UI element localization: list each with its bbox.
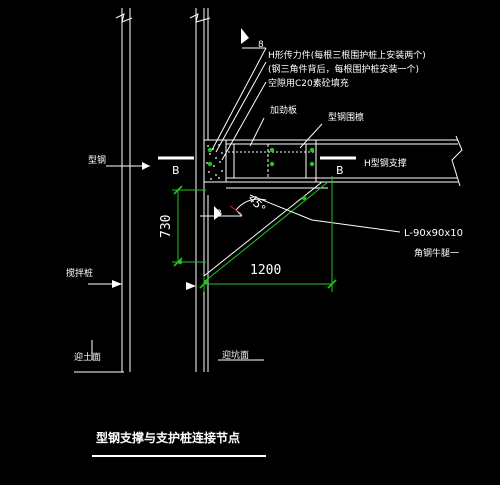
steel-label: 型钢 [88, 154, 106, 166]
h-steel-brace-label: H型钢支撑 [364, 157, 407, 169]
soil-side-label: 迎土面 [74, 351, 101, 363]
dim-vertical-label: 730 [159, 215, 174, 238]
note-leaders [200, 47, 323, 217]
label-pointers [74, 165, 264, 373]
angle-bracket-label: 角钢牛腿一 [414, 247, 459, 259]
note-line-1: H形传力件(每根三根围护桩上安装两个) [268, 49, 426, 61]
mixing-pile [115, 8, 133, 372]
weld-markers [207, 147, 315, 167]
note-line-2: (钢三角件背后，每根围护桩安装一个) [268, 63, 419, 75]
note-line-3: 空隙用C20素砼填充 [268, 77, 349, 89]
steel-waler-label: 型钢围檩 [328, 111, 364, 123]
section-mark-b-left: B [172, 164, 180, 177]
weld-mark-low-label: 8 [216, 209, 222, 219]
mixing-pile-label: 搅拌桩 [66, 267, 93, 279]
dimension-dots [177, 195, 307, 285]
weld-mark-top-label: 8 [258, 40, 264, 50]
drawing-title: 型钢支撑与支护桩连接节点 [96, 430, 240, 445]
h-steel-brace [316, 135, 463, 187]
weld-symbol-flags [214, 28, 249, 220]
pit-side-label: 迎坑面 [222, 349, 249, 361]
stiffener-label: 加劲板 [270, 104, 297, 116]
angle-steel-spec: L-90x90x10 [404, 228, 463, 239]
section-mark-b-right: B [336, 164, 344, 177]
dim-horizontal-label: 1200 [250, 263, 281, 278]
